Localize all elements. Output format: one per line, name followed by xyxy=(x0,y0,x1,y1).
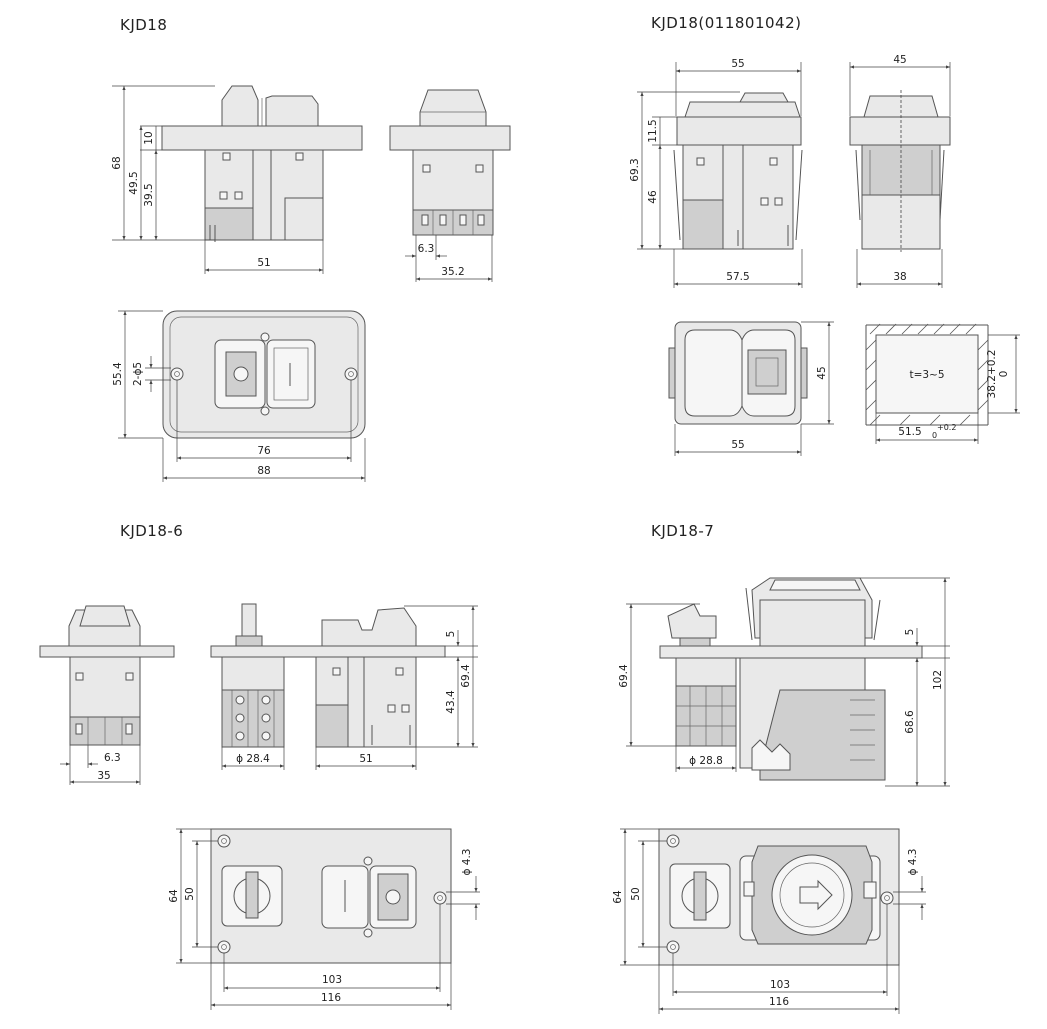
title-kjd18-7: KJD18-7 xyxy=(651,522,714,540)
dim-kjd18-6-35: 35 xyxy=(97,770,110,782)
dim-kjd18-55-4: 55.4 xyxy=(112,362,124,386)
dim-kjd18-7-116: 116 xyxy=(769,996,789,1008)
variant-top-view xyxy=(668,321,808,425)
dim-variant-38-2-tol: 0 xyxy=(998,371,1010,378)
dim-kjd18-68: 68 xyxy=(111,156,123,169)
kjd18-7-side-view xyxy=(659,577,923,781)
dim-kjd18-6-64: 64 xyxy=(168,889,180,903)
dim-kjd18-49-5: 49.5 xyxy=(128,171,140,194)
dim-variant-38: 38 xyxy=(893,271,906,283)
dim-kjd18-6-hole: ϕ 4.3 xyxy=(461,849,473,876)
title-kjd18: KJD18 xyxy=(120,16,167,34)
dim-kjd18-6-116: 116 xyxy=(321,992,341,1004)
dim-variant-51-5: 51.5 xyxy=(898,426,921,438)
dim-kjd18-6-103: 103 xyxy=(322,974,342,986)
dim-kjd18-7-102: 102 xyxy=(932,670,944,690)
title-kjd18-variant: KJD18(011801042) xyxy=(651,14,802,32)
kjd18-top-view xyxy=(162,310,366,439)
dim-variant-51-5-tol-dn: 0 xyxy=(932,431,937,440)
variant-front-view xyxy=(849,90,951,252)
dim-kjd18-39-5: 39.5 xyxy=(143,183,155,206)
dim-kjd18-35-2: 35.2 xyxy=(441,266,464,278)
dim-variant-11-5: 11.5 xyxy=(647,119,659,142)
dim-kjd18-7-50: 50 xyxy=(630,887,642,900)
kjd18-6-side-view xyxy=(210,603,446,748)
dim-variant-55b: 55 xyxy=(731,439,744,451)
dim-variant-45b: 45 xyxy=(816,366,828,379)
dim-kjd18-7-103: 103 xyxy=(770,979,790,991)
dim-kjd18-7-hole: ϕ 4.3 xyxy=(907,849,919,876)
dim-kjd18-7-69-4: 69.4 xyxy=(618,664,630,688)
dim-variant-45: 45 xyxy=(893,54,906,66)
dim-kjd18-51: 51 xyxy=(257,257,270,269)
dim-variant-69-3: 69.3 xyxy=(629,158,641,181)
dim-kjd18-88: 88 xyxy=(257,465,270,477)
dim-kjd18-7-5: 5 xyxy=(904,629,916,636)
dim-kjd18-10: 10 xyxy=(143,131,155,144)
dim-kjd18-7-68-6: 68.6 xyxy=(904,710,916,734)
dim-variant-38-2: 38.2+0.2 xyxy=(986,350,998,399)
dim-kjd18-76: 76 xyxy=(257,445,271,457)
dim-kjd18-7-64: 64 xyxy=(612,890,624,904)
dim-kjd18-6-51: 51 xyxy=(359,753,372,765)
dim-kjd18-6-43-4: 43.4 xyxy=(445,690,457,714)
dim-variant-46: 46 xyxy=(647,190,659,204)
dim-kjd18-6-d28-4: ϕ 28.4 xyxy=(236,753,270,765)
kjd18-front-view xyxy=(389,89,511,236)
dim-kjd18-6-5: 5 xyxy=(445,631,457,638)
variant-thickness-label: t=3~5 xyxy=(909,369,944,381)
dim-variant-55: 55 xyxy=(731,58,744,70)
dim-variant-51-5-tol-up: +0.2 xyxy=(937,423,956,432)
dim-kjd18-6-50: 50 xyxy=(184,887,196,900)
kjd18-side-view xyxy=(161,85,363,242)
variant-side-view xyxy=(673,92,803,250)
dim-kjd18-7-d28-8: ϕ 28.8 xyxy=(689,755,723,767)
dim-variant-57-5: 57.5 xyxy=(726,271,749,283)
dim-kjd18-6-6-3: 6.3 xyxy=(104,752,121,764)
kjd18-6-top-view xyxy=(210,828,452,964)
dim-kjd18-6-3: 6.3 xyxy=(418,243,435,255)
dim-kjd18-6-69-4: 69.4 xyxy=(460,664,472,688)
kjd18-7-top-view xyxy=(658,828,900,966)
dim-kjd18-hole: 2-ϕ5 xyxy=(132,362,144,386)
kjd18-6-front-view xyxy=(39,605,175,746)
title-kjd18-6: KJD18-6 xyxy=(120,522,183,540)
variant-panel-cutout: t=3~5 xyxy=(865,323,989,426)
